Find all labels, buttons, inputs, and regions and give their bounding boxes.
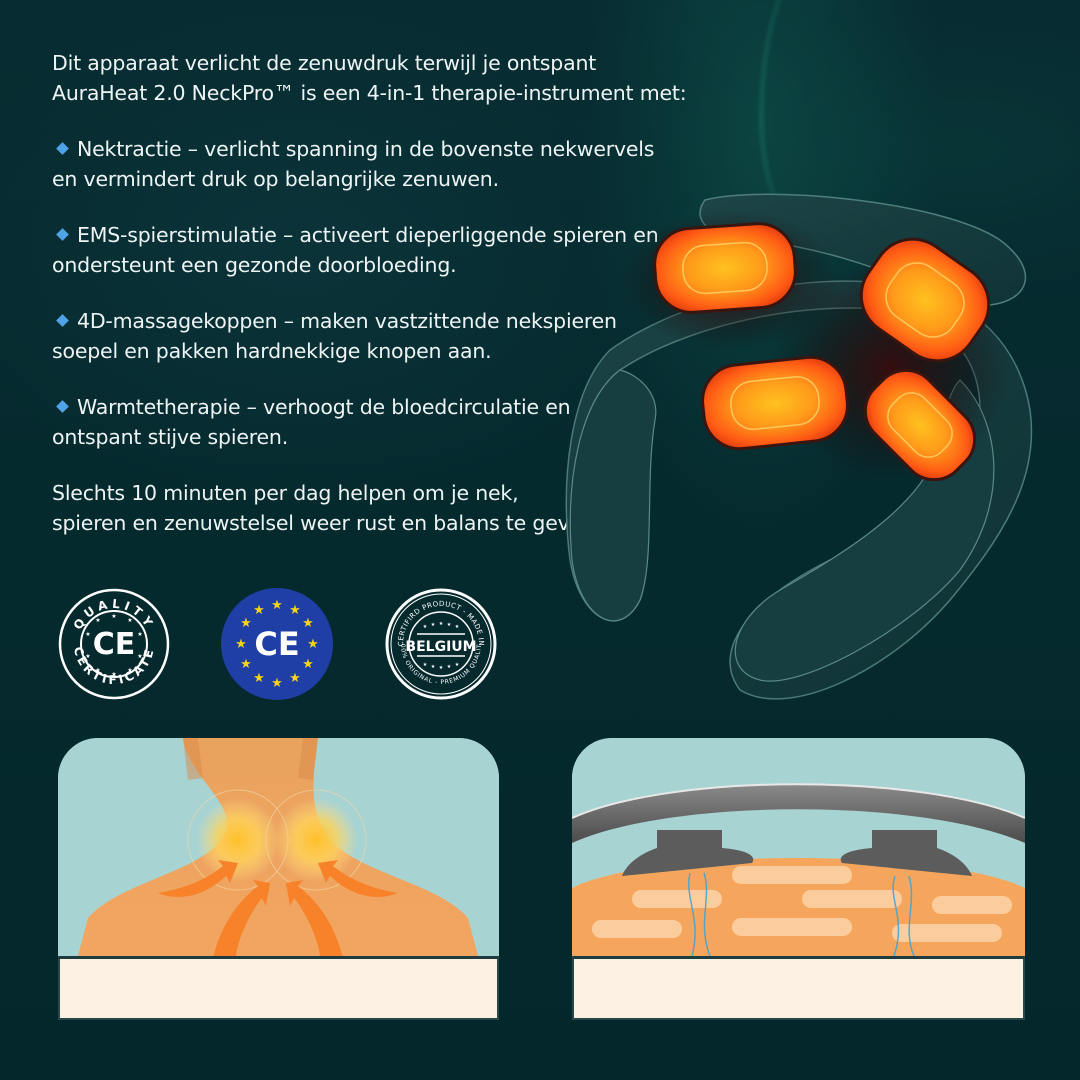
description-text: Dit apparaat verlicht de zenuwdruk terwi… [52, 48, 687, 538]
neck-massager-illustration [565, 193, 1033, 700]
svg-text:★: ★ [423, 662, 428, 668]
intro-line-2: AuraHeat 2.0 NeckPro™ is een 4-in-1 ther… [52, 81, 687, 105]
feature-heat-therapy: Warmtetherapie – verhoogt de bloedcircul… [52, 392, 652, 452]
outro-line-2: spieren en zenuwstelsel weer rust en bal… [52, 511, 602, 535]
background-swoosh [760, 0, 850, 220]
feature-line-1: 4D-massagekoppen – maken vastzittende ne… [77, 309, 617, 333]
feature-ems: EMS-spierstimulatie – activeert dieperli… [52, 220, 659, 280]
intro-line-1: Dit apparaat verlicht de zenuwdruk terwi… [52, 51, 597, 75]
caption-box [58, 956, 499, 1020]
svg-text:★: ★ [111, 671, 116, 678]
svg-text:★: ★ [137, 631, 142, 638]
diamond-bullet-icon [56, 228, 69, 241]
svg-text:★: ★ [289, 603, 301, 618]
svg-text:★: ★ [271, 676, 283, 691]
svg-text:★: ★ [431, 622, 436, 628]
svg-text:CE: CE [93, 627, 136, 662]
svg-text:★: ★ [289, 671, 301, 686]
heat-pad [863, 368, 977, 482]
feature-neck-traction: Nektractie – verlicht spanning in de bov… [52, 134, 655, 194]
intro: Dit apparaat verlicht de zenuwdruk terwi… [52, 48, 687, 108]
feature-line-2: ondersteunt een gezonde doorbloeding. [52, 253, 457, 277]
svg-text:★: ★ [455, 662, 460, 668]
neck-massager-image [560, 180, 1060, 720]
svg-text:BELGIUM: BELGIUM [405, 639, 476, 655]
svg-text:★: ★ [447, 664, 452, 670]
svg-text:★: ★ [271, 598, 283, 613]
svg-text:★: ★ [240, 616, 252, 631]
feature-line-2: soepel en pakken hardnekkige knopen aan. [52, 339, 492, 363]
eu-ce-badge: ★ ★ ★ ★ ★ ★ ★ ★ ★ ★ ★ ★ CE [221, 588, 333, 700]
svg-text:★: ★ [127, 617, 132, 624]
svg-text:★: ★ [307, 637, 319, 652]
feature-line-2: en vermindert druk op belangrijke zenuwe… [52, 167, 499, 191]
feature-4d-massage: 4D-massagekoppen – maken vastzittende ne… [52, 306, 652, 366]
feature-line-1: Nektractie – verlicht spanning in de bov… [77, 137, 655, 161]
svg-text:★: ★ [447, 622, 452, 628]
svg-text:★: ★ [253, 671, 265, 686]
svg-text:★: ★ [240, 657, 252, 672]
feature-line-2: ontspant stijve spieren. [52, 425, 289, 449]
svg-text:★: ★ [111, 613, 116, 620]
neck-heat-illustration [58, 738, 499, 958]
heat-pad [653, 222, 797, 314]
heat-pad [859, 237, 991, 363]
svg-text:★: ★ [439, 665, 444, 671]
made-in-belgium-badge: CERTIFIRD PRODUCT - MADE IN 100% ORIGINA… [382, 583, 497, 700]
ems-illustration-card [572, 738, 1025, 1020]
feature-line-1: EMS-spierstimulatie – activeert dieperli… [77, 223, 659, 247]
diamond-bullet-icon [56, 400, 69, 413]
svg-text:★: ★ [85, 653, 90, 660]
svg-text:★: ★ [137, 653, 142, 660]
svg-text:★: ★ [95, 667, 100, 674]
svg-text:★: ★ [302, 657, 314, 672]
svg-text:★: ★ [423, 624, 428, 630]
heat-therapy-illustration-card [58, 738, 499, 1020]
feature-line-1: Warmtetherapie – verhoogt de bloedcircul… [77, 395, 571, 419]
svg-text:★: ★ [431, 664, 436, 670]
svg-text:★: ★ [127, 667, 132, 674]
outro-line-1: Slechts 10 minuten per dag helpen om je … [52, 481, 519, 505]
heat-pad [701, 355, 849, 451]
svg-text:★: ★ [302, 616, 314, 631]
diamond-bullet-icon [56, 314, 69, 327]
svg-text:★: ★ [85, 631, 90, 638]
svg-text:CE: CE [254, 625, 299, 663]
svg-text:★: ★ [253, 603, 265, 618]
caption-box [572, 956, 1025, 1020]
svg-text:★: ★ [455, 624, 460, 630]
quality-certificate-badge: QUALITY CERTIFICATE CE ★★★ ★★ ★★ ★★★ [58, 588, 170, 700]
outro: Slechts 10 minuten per dag helpen om je … [52, 478, 652, 538]
ems-muscle-illustration [572, 738, 1025, 957]
diamond-bullet-icon [56, 142, 69, 155]
svg-text:★: ★ [95, 617, 100, 624]
svg-text:★: ★ [439, 621, 444, 627]
svg-text:★: ★ [235, 637, 247, 652]
